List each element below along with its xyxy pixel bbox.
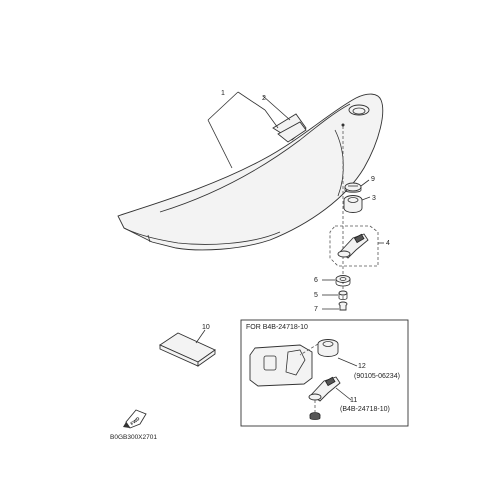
callout-1: 1 bbox=[221, 90, 225, 97]
callout-10: 10 bbox=[202, 324, 210, 331]
leader-3 bbox=[361, 196, 371, 201]
variant-nut bbox=[309, 412, 321, 420]
part-4-bracket bbox=[337, 233, 369, 259]
axis-point bbox=[341, 123, 345, 127]
callout-4: 4 bbox=[386, 240, 390, 247]
part-9-cap bbox=[344, 182, 362, 193]
variant-seat-plate bbox=[249, 344, 313, 387]
variant-part-11 bbox=[308, 376, 341, 402]
callout-3: 3 bbox=[372, 195, 376, 202]
variant-part-12 bbox=[317, 339, 339, 357]
leader-10 bbox=[195, 329, 206, 344]
variant-box-title: FOR B4B-24718-10 bbox=[246, 324, 308, 331]
part-3-damper bbox=[343, 195, 363, 213]
part-12-number: (90105-06234) bbox=[354, 373, 400, 380]
fwd-label: FWD bbox=[129, 416, 141, 427]
leader-12 bbox=[337, 357, 358, 367]
callout-6: 6 bbox=[314, 277, 318, 284]
callout-7: 7 bbox=[314, 306, 318, 313]
callout-2: 2 bbox=[262, 95, 266, 102]
part-5-collar bbox=[338, 290, 348, 300]
part-4-group-box bbox=[329, 225, 379, 267]
part-10-manual bbox=[159, 332, 216, 367]
part-7-bolt bbox=[338, 301, 348, 311]
drawing-code: B0GB300X2701 bbox=[110, 434, 157, 441]
callout-12: 12 bbox=[358, 363, 366, 370]
callout-9: 9 bbox=[371, 176, 375, 183]
leader-9 bbox=[360, 179, 370, 187]
part-11-number: (B4B-24718-10) bbox=[340, 406, 390, 413]
callout-leaders-1-2 bbox=[207, 91, 291, 169]
variant-axis-a bbox=[299, 343, 319, 356]
fwd-arrow-icon bbox=[123, 409, 147, 429]
variant-box bbox=[240, 319, 409, 427]
leader-11 bbox=[335, 387, 352, 401]
callout-5: 5 bbox=[314, 292, 318, 299]
part-6-grommet bbox=[335, 275, 351, 287]
callout-11: 11 bbox=[350, 397, 357, 404]
